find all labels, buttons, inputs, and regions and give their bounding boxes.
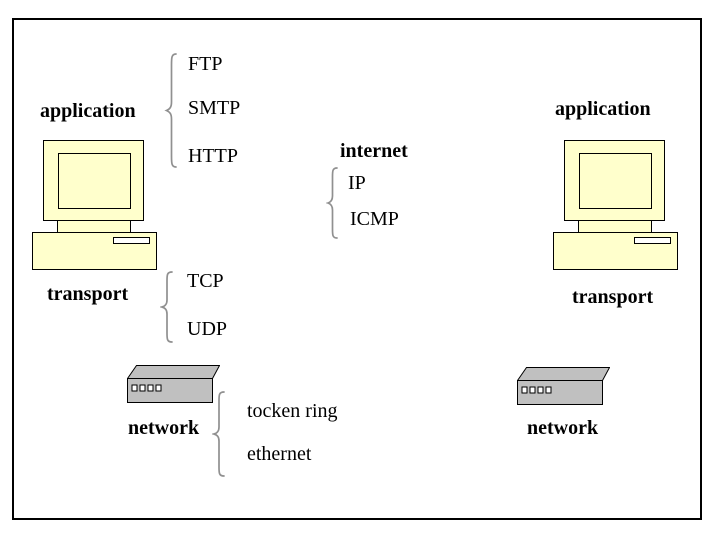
router-port (139, 384, 146, 392)
router-port (155, 384, 162, 392)
application-layer-label-right: application (555, 98, 651, 120)
diagram-frame (12, 18, 702, 520)
monitor-screen (579, 153, 652, 209)
monitor-neck (57, 220, 131, 233)
application-layer-label-left: application (40, 100, 136, 122)
router-icon (517, 367, 610, 405)
disk-slot (634, 237, 671, 244)
router-top (127, 365, 220, 379)
router-top (517, 367, 610, 381)
protocol-smtp: SMTP (188, 97, 241, 119)
router-port (131, 384, 138, 392)
protocol-icmp: ICMP (350, 208, 399, 230)
disk-slot (113, 237, 150, 244)
curly-brace-icon (212, 391, 225, 477)
network-layer-label-right: network (527, 417, 599, 439)
protocol-token-ring: tocken ring (247, 400, 338, 422)
router-port (545, 386, 552, 394)
desktop-computer-icon (32, 140, 157, 270)
router-port (147, 384, 154, 392)
monitor-neck (578, 220, 652, 233)
protocol-tcp: TCP (187, 270, 224, 292)
router-icon (127, 365, 220, 403)
protocol-ftp: FTP (188, 53, 223, 75)
router-port (529, 386, 536, 394)
curly-brace-icon (164, 53, 177, 168)
protocol-http: HTTP (188, 145, 238, 167)
transport-layer-label-left: transport (47, 283, 129, 305)
router-port (521, 386, 528, 394)
desktop-computer-icon (553, 140, 678, 270)
protocol-ip: IP (348, 172, 366, 194)
network-layer-label-left: network (128, 417, 200, 439)
protocol-ethernet: ethernet (247, 443, 312, 465)
monitor-screen (58, 153, 131, 209)
curly-brace-icon (160, 271, 173, 343)
protocol-udp: UDP (187, 318, 228, 340)
curly-brace-icon (326, 167, 338, 239)
transport-layer-label-right: transport (572, 286, 654, 308)
router-port (537, 386, 544, 394)
router-front (127, 378, 213, 403)
internet-layer-label: internet (340, 140, 408, 162)
